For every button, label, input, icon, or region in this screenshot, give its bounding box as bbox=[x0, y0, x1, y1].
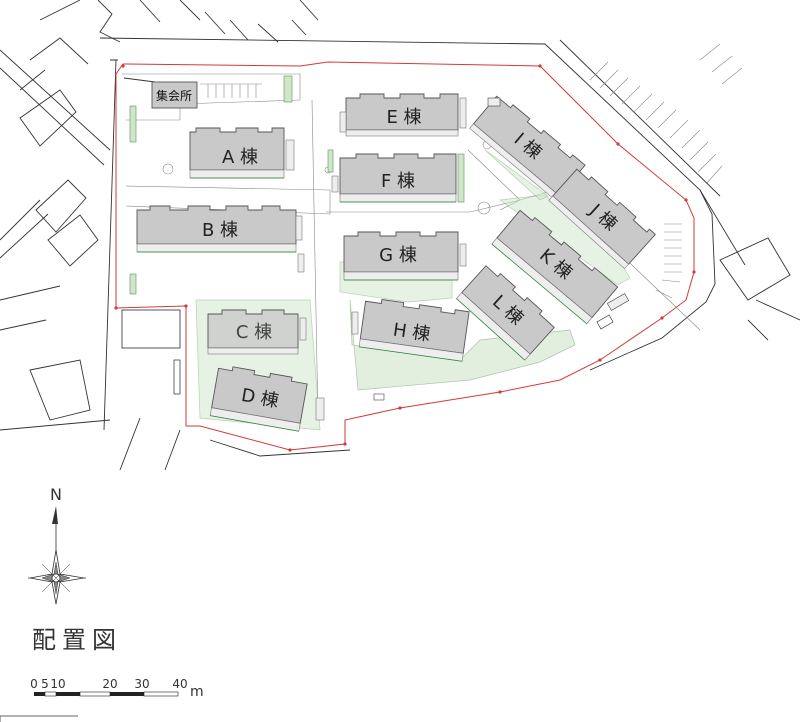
building-a-label: A 棟 bbox=[222, 147, 258, 168]
scale-tick-20: 20 bbox=[102, 677, 117, 691]
building-c-label: C 棟 bbox=[236, 322, 272, 343]
meeting-hall: 集会所 bbox=[123, 77, 198, 109]
north-arrow: N bbox=[28, 485, 86, 605]
building-b: B 棟 bbox=[136, 205, 303, 253]
building-h-annex bbox=[351, 311, 359, 335]
building-e-label: E 棟 bbox=[386, 107, 421, 128]
building-k: K 棟 bbox=[491, 209, 619, 325]
building-j: J 棟 bbox=[548, 168, 656, 270]
scale-tick-30: 30 bbox=[134, 677, 149, 691]
scale-bar: 0 5 10 20 30 40 m bbox=[30, 677, 203, 700]
building-i: I 棟 bbox=[469, 95, 586, 201]
building-d-annex bbox=[315, 397, 325, 421]
context-roads bbox=[0, 0, 800, 471]
scale-tick-0: 0 bbox=[30, 677, 38, 691]
meeting-hall-label: 集会所 bbox=[156, 88, 192, 103]
map-title: 配置図 bbox=[32, 626, 122, 654]
building-d: D 棟 bbox=[209, 366, 308, 432]
scale-tick-40: 40 bbox=[172, 677, 187, 691]
frame-corner bbox=[0, 715, 78, 722]
building-h-label: H 棟 bbox=[392, 319, 432, 345]
building-h: H 棟 bbox=[358, 299, 470, 362]
building-e: E 棟 bbox=[339, 93, 467, 137]
building-f: F 棟 bbox=[331, 153, 457, 203]
scale-tick-5: 5 bbox=[41, 677, 49, 691]
building-f-label: F 棟 bbox=[381, 171, 415, 192]
parking-spaces bbox=[200, 83, 682, 299]
building-l: L 棟 bbox=[455, 265, 555, 361]
building-g-label: G 棟 bbox=[379, 245, 417, 266]
building-c: C 棟 bbox=[207, 309, 307, 355]
north-label: N bbox=[50, 485, 62, 504]
outbuildings bbox=[121, 97, 630, 401]
site-boundary bbox=[114, 61, 696, 452]
parking-hatching-northeast bbox=[589, 43, 743, 185]
building-b-label: B 棟 bbox=[202, 220, 238, 241]
scale-tick-10: 10 bbox=[50, 677, 65, 691]
building-a: A 棟 bbox=[189, 127, 295, 179]
scale-unit: m bbox=[190, 684, 204, 700]
building-g: G 棟 bbox=[297, 231, 467, 281]
